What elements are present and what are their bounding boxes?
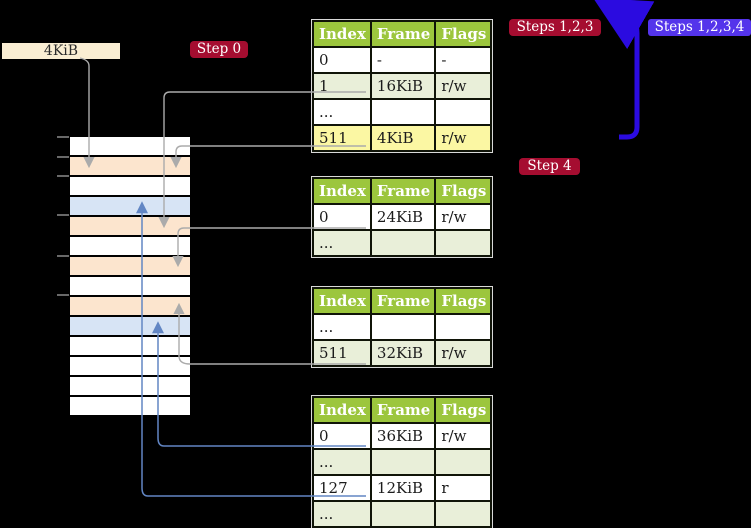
memory-frame-row (70, 377, 190, 395)
table-cell: r/w (434, 422, 493, 450)
table-cell: r/w (434, 339, 493, 367)
table-cell: ... (312, 98, 372, 126)
table-header-cell: Flags (434, 287, 493, 315)
table-row: ... (312, 313, 493, 341)
table-cell (434, 98, 493, 126)
table-cell: 4KiB (369, 124, 437, 152)
table-cell: - (369, 46, 437, 74)
steps-1-2-3-4-label: Steps 1,2,3,4 (648, 19, 751, 36)
table-header-cell: Frame (369, 177, 437, 205)
memory-frame-row (70, 137, 190, 155)
table-cell: 0 (312, 422, 372, 450)
memory-frame-row (70, 357, 190, 375)
page-size-box: 4KiB (2, 43, 120, 59)
table-header-cell: Frame (369, 396, 437, 424)
table-header-cell: Frame (369, 20, 437, 48)
memory-frame-row (70, 157, 190, 175)
table-cell: 1 (312, 72, 372, 100)
table-row: ... (312, 98, 493, 126)
table-row: 0-- (312, 46, 493, 74)
table-header-cell: Flags (434, 177, 493, 205)
table-cell: - (434, 46, 493, 74)
table-header-cell: Index (312, 177, 372, 205)
memory-frame-row (70, 177, 190, 195)
table-cell (369, 98, 437, 126)
memory-frame-row (70, 237, 190, 255)
table-cell: r/w (434, 124, 493, 152)
steps-1-2-3-label: Steps 1,2,3 (509, 19, 601, 36)
step-4-label: Step 4 (519, 158, 580, 175)
table-header-cell: Index (312, 20, 372, 48)
table-header-cell: Flags (434, 20, 493, 48)
table-cell: 24KiB (369, 203, 437, 231)
memory-frame-row (70, 257, 190, 275)
table-cell (369, 448, 437, 476)
table-cell: 0 (312, 203, 372, 231)
table-cell: 511 (312, 124, 372, 152)
memory-frame-row (70, 277, 190, 295)
table-cell: r/w (434, 72, 493, 100)
table-cell: r (434, 474, 493, 502)
table-cell: r/w (434, 203, 493, 231)
table-header-cell: Index (312, 287, 372, 315)
table-cell (434, 500, 493, 528)
memory-frame-row (70, 397, 190, 415)
table-cell (369, 500, 437, 528)
table-cell (434, 448, 493, 476)
table-cell: 12KiB (369, 474, 437, 502)
table-header-cell: Frame (369, 287, 437, 315)
table-cell: ... (312, 229, 372, 257)
table-cell: ... (312, 448, 372, 476)
table-cell: 0 (312, 46, 372, 74)
table-row: ... (312, 500, 493, 528)
table-header-cell: Flags (434, 396, 493, 424)
table-cell: 127 (312, 474, 372, 502)
table-cell: 36KiB (369, 422, 437, 450)
table-cell: 511 (312, 339, 372, 367)
memory-frame-row (70, 197, 190, 215)
table-cell: ... (312, 500, 372, 528)
memory-frame-row (70, 217, 190, 235)
steps-loop-arrow (593, 0, 655, 140)
table-row: ... (312, 448, 493, 476)
memory-frame-row (70, 337, 190, 355)
table-cell (434, 313, 493, 341)
memory-frames-column (70, 137, 190, 415)
table-cell (369, 229, 437, 257)
table-cell (369, 313, 437, 341)
table-cell (434, 229, 493, 257)
step-0-label: Step 0 (190, 41, 248, 58)
memory-frame-row (70, 317, 190, 335)
table-header-cell: Index (312, 396, 372, 424)
memory-frame-row (70, 297, 190, 315)
table-row: ... (312, 229, 493, 257)
table-cell: 32KiB (369, 339, 437, 367)
table-cell: ... (312, 313, 372, 341)
memory-address-ticks (57, 136, 69, 296)
table-cell: 16KiB (369, 72, 437, 100)
